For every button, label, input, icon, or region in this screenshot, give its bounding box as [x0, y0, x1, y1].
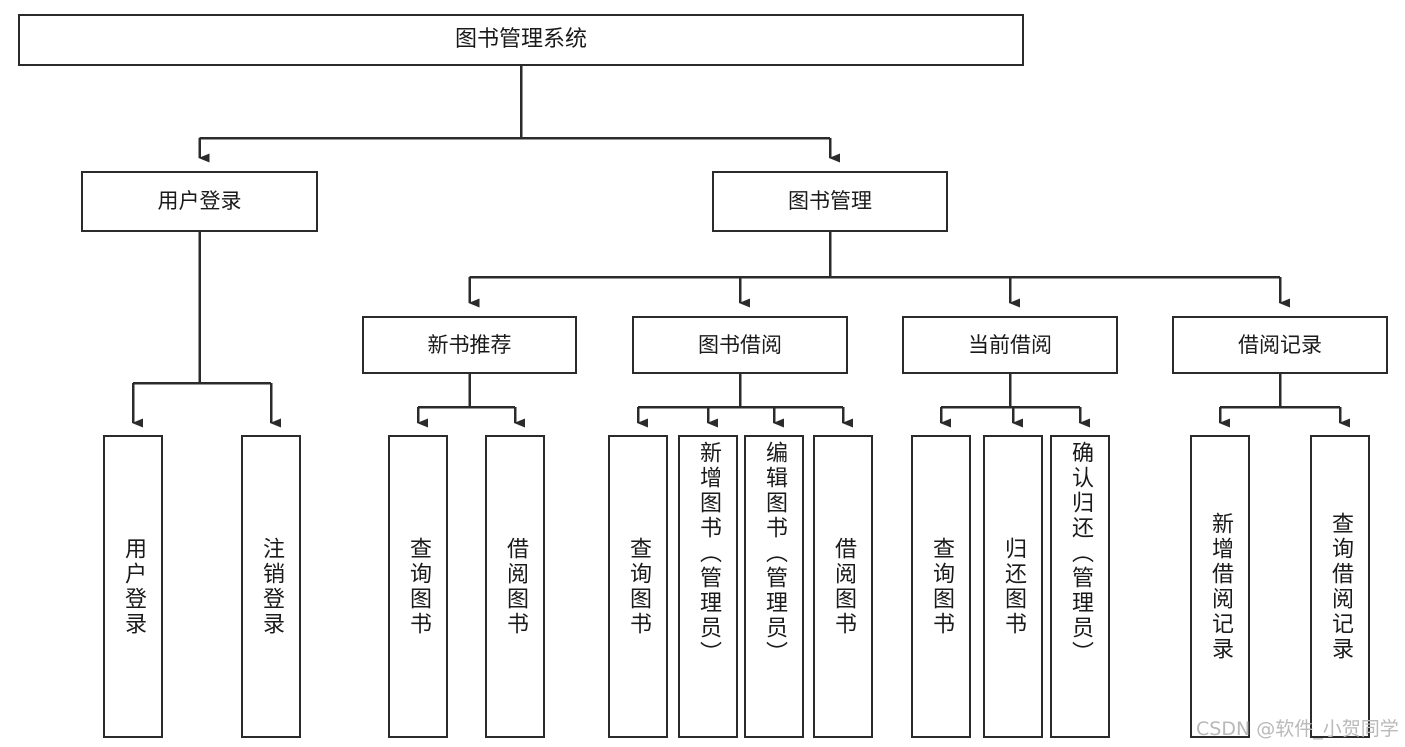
node-label: 图书管理系统 [454, 27, 587, 53]
node-label: 借阅图书 [503, 536, 528, 637]
node-label: 查询图书 [626, 536, 651, 637]
node-label: 新书推荐 [427, 332, 512, 357]
node-label: 新增借阅记录 [1208, 511, 1233, 662]
csdn-watermark: CSDN @软件_小贺同学 [1196, 718, 1399, 740]
leaf-node-return-book[interactable]: 归还图书 [983, 435, 1043, 738]
leaf-node-edit-book-admin[interactable]: 编辑图书（管理员） [744, 435, 804, 738]
leaf-node-query-book-1[interactable]: 查询图书 [388, 435, 448, 738]
leaf-node-query-book-3[interactable]: 查询图书 [911, 435, 971, 738]
node-new-book-recommendation[interactable]: 新书推荐 [362, 316, 577, 374]
leaf-node-add-borrow-record[interactable]: 新增借阅记录 [1190, 435, 1250, 738]
node-label: 当前借阅 [968, 332, 1052, 357]
node-book-management-system[interactable]: 图书管理系统 [18, 14, 1024, 66]
node-label: 借阅记录 [1238, 332, 1322, 357]
leaf-node-add-book-admin[interactable]: 新增图书（管理员） [678, 435, 738, 738]
leaf-node-confirm-return-admin[interactable]: 确认归还（管理员） [1050, 435, 1110, 738]
node-label: 编辑图书（管理员） [762, 441, 787, 666]
leaf-node-query-book-2[interactable]: 查询图书 [608, 435, 668, 738]
leaf-node-query-borrow-record[interactable]: 查询借阅记录 [1310, 435, 1370, 738]
node-label: 查询借阅记录 [1328, 511, 1353, 662]
node-label: 图书管理 [788, 189, 872, 214]
leaf-node-user-login[interactable]: 用户登录 [103, 435, 163, 738]
leaf-node-logout[interactable]: 注销登录 [241, 435, 301, 738]
node-label: 注销登录 [259, 536, 284, 637]
node-borrowing-record[interactable]: 借阅记录 [1172, 316, 1388, 374]
node-label: 新增图书（管理员） [696, 441, 721, 666]
node-label: 图书借阅 [698, 332, 782, 357]
node-label: 借阅图书 [831, 536, 856, 637]
node-user-login[interactable]: 用户登录 [81, 171, 318, 232]
leaf-node-borrow-book-2[interactable]: 借阅图书 [813, 435, 873, 738]
node-label: 用户登录 [157, 189, 242, 214]
node-book-management[interactable]: 图书管理 [712, 171, 948, 232]
node-label: 查询图书 [929, 536, 954, 637]
node-book-borrowing[interactable]: 图书借阅 [632, 316, 848, 374]
node-label: 归还图书 [1001, 536, 1026, 637]
node-current-borrowing[interactable]: 当前借阅 [902, 316, 1118, 374]
node-label: 查询图书 [406, 536, 431, 637]
node-label: 确认归还（管理员） [1068, 441, 1093, 666]
node-label: 用户登录 [121, 536, 146, 637]
leaf-node-borrow-book-1[interactable]: 借阅图书 [485, 435, 545, 738]
